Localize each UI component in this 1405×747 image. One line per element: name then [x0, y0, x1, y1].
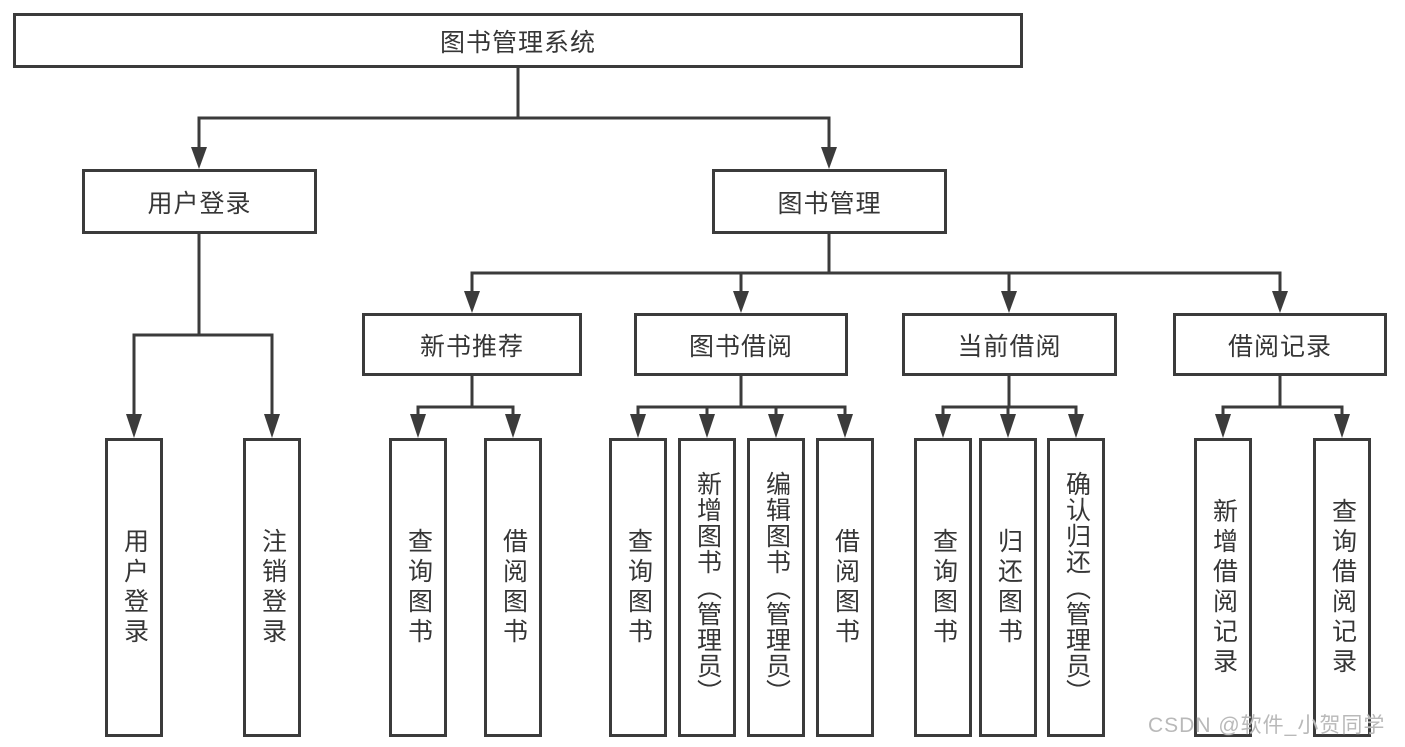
node-new-book-recommend: 新书推荐 — [362, 313, 582, 376]
node-book-management: 图书管理 — [712, 169, 947, 234]
node-borrow-records: 借阅记录 — [1173, 313, 1387, 376]
leaf-query-books-3: 查询图书 — [914, 438, 972, 737]
leaf-return-books: 归还图书 — [979, 438, 1037, 737]
csdn-watermark: CSDN @软件_小贺同学 — [1148, 714, 1386, 737]
leaf-confirm-return-admin: 确认归还（管理员） — [1047, 438, 1105, 737]
leaf-query-books-1: 查询图书 — [389, 438, 447, 737]
node-user-login: 用户登录 — [82, 169, 317, 234]
node-root: 图书管理系统 — [13, 13, 1023, 68]
leaf-query-borrow-record: 查询借阅记录 — [1313, 438, 1371, 737]
leaf-borrow-books-1: 借阅图书 — [484, 438, 542, 737]
leaf-add-borrow-record: 新增借阅记录 — [1194, 438, 1252, 737]
node-book-borrow: 图书借阅 — [634, 313, 848, 376]
leaf-borrow-books-2: 借阅图书 — [816, 438, 874, 737]
leaf-query-books-2: 查询图书 — [609, 438, 667, 737]
leaf-add-books-admin: 新增图书（管理员） — [678, 438, 736, 737]
arrow-heads — [126, 147, 1350, 438]
leaf-logout: 注销登录 — [243, 438, 301, 737]
node-current-borrow: 当前借阅 — [902, 313, 1117, 376]
leaf-edit-books-admin: 编辑图书（管理员） — [747, 438, 805, 737]
leaf-user-login: 用户登录 — [105, 438, 163, 737]
